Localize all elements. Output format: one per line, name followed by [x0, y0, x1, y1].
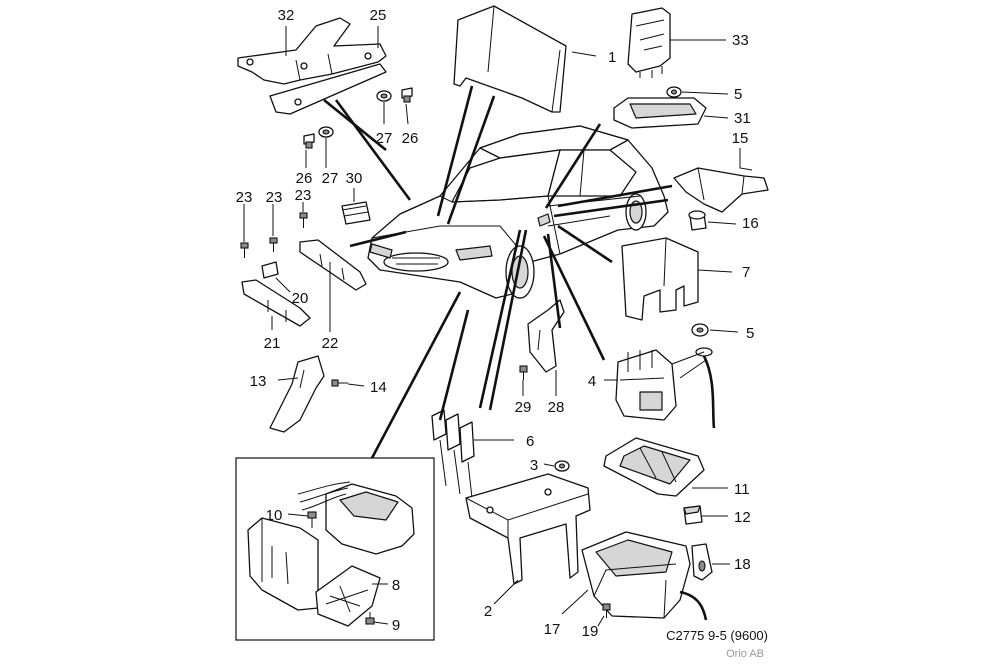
clip-20	[261, 261, 279, 279]
fuse-holder-4	[615, 349, 677, 421]
label-23b: 23	[266, 189, 283, 206]
clip-26b	[303, 133, 315, 149]
label-15: 15	[732, 130, 749, 147]
label-1: 1	[608, 49, 616, 66]
label-6: 6	[526, 433, 534, 450]
bracket-2	[465, 473, 591, 585]
fuse-12	[683, 505, 703, 525]
bracket-13	[269, 355, 325, 433]
label-19: 19	[582, 623, 599, 640]
label-7: 7	[742, 264, 750, 281]
label-14: 14	[370, 379, 387, 396]
screw-23c	[299, 212, 308, 228]
grommet-27a	[376, 90, 392, 102]
leader-lines	[243, 26, 753, 627]
label-10: 10	[266, 507, 283, 524]
label-12: 12	[734, 509, 751, 526]
lid-11	[603, 437, 705, 497]
cover-1	[453, 5, 567, 113]
plug-30	[341, 201, 371, 225]
nut-3	[554, 460, 570, 472]
label-16: 16	[742, 215, 759, 232]
nut-5a	[666, 86, 682, 98]
car-illustration	[367, 125, 669, 299]
rail-22	[299, 239, 367, 291]
label-22: 22	[322, 335, 339, 352]
part-labels: 32 25 1 33 5 31 27 26 26 27 15 23 23 23 …	[236, 7, 759, 640]
label-23a: 23	[236, 189, 253, 206]
lid-31	[613, 97, 707, 129]
label-27b: 27	[322, 170, 339, 187]
inset-detail	[235, 457, 435, 641]
label-33: 33	[732, 32, 749, 49]
grommet-27b	[318, 126, 334, 138]
label-27a: 27	[376, 130, 393, 147]
label-29: 29	[515, 399, 532, 416]
label-25: 25	[370, 7, 387, 24]
label-30: 30	[346, 170, 363, 187]
label-26b: 26	[296, 170, 313, 187]
box-17	[581, 531, 708, 621]
label-31: 31	[734, 110, 751, 127]
label-21: 21	[264, 335, 281, 352]
clip-26a	[401, 87, 413, 103]
label-5b: 5	[746, 325, 754, 342]
label-3: 3	[530, 457, 538, 474]
screw-29	[519, 365, 528, 380]
label-13: 13	[250, 373, 267, 390]
label-4: 4	[588, 373, 596, 390]
cable	[671, 347, 716, 429]
label-26a: 26	[402, 130, 419, 147]
publisher-credit: Orio AB	[726, 648, 764, 660]
relay-33	[627, 7, 671, 78]
label-9: 9	[392, 617, 400, 634]
label-5a: 5	[734, 86, 742, 103]
label-23c: 23	[295, 187, 312, 204]
bracket-32-25	[237, 17, 387, 115]
label-2: 2	[484, 603, 492, 620]
screw-23a	[240, 242, 249, 258]
label-17: 17	[544, 621, 561, 638]
label-11: 11	[734, 481, 750, 498]
connector-6	[431, 409, 475, 499]
label-32: 32	[278, 7, 295, 24]
duct-15	[673, 167, 769, 213]
nut-5b	[691, 323, 709, 337]
label-28: 28	[548, 399, 565, 416]
pointer-lines	[323, 85, 673, 459]
diagram-code: C2775 9-5 (9600)	[666, 628, 768, 643]
label-8: 8	[392, 577, 400, 594]
screw-23b	[269, 237, 278, 252]
puller-18	[691, 543, 713, 581]
rail-21	[241, 279, 311, 327]
screw-14	[331, 379, 348, 387]
label-20: 20	[292, 290, 309, 307]
bracket-28	[527, 299, 565, 373]
cap-16	[688, 210, 707, 231]
screw-19	[602, 603, 611, 618]
cover-7	[621, 237, 699, 321]
label-18: 18	[734, 556, 751, 573]
